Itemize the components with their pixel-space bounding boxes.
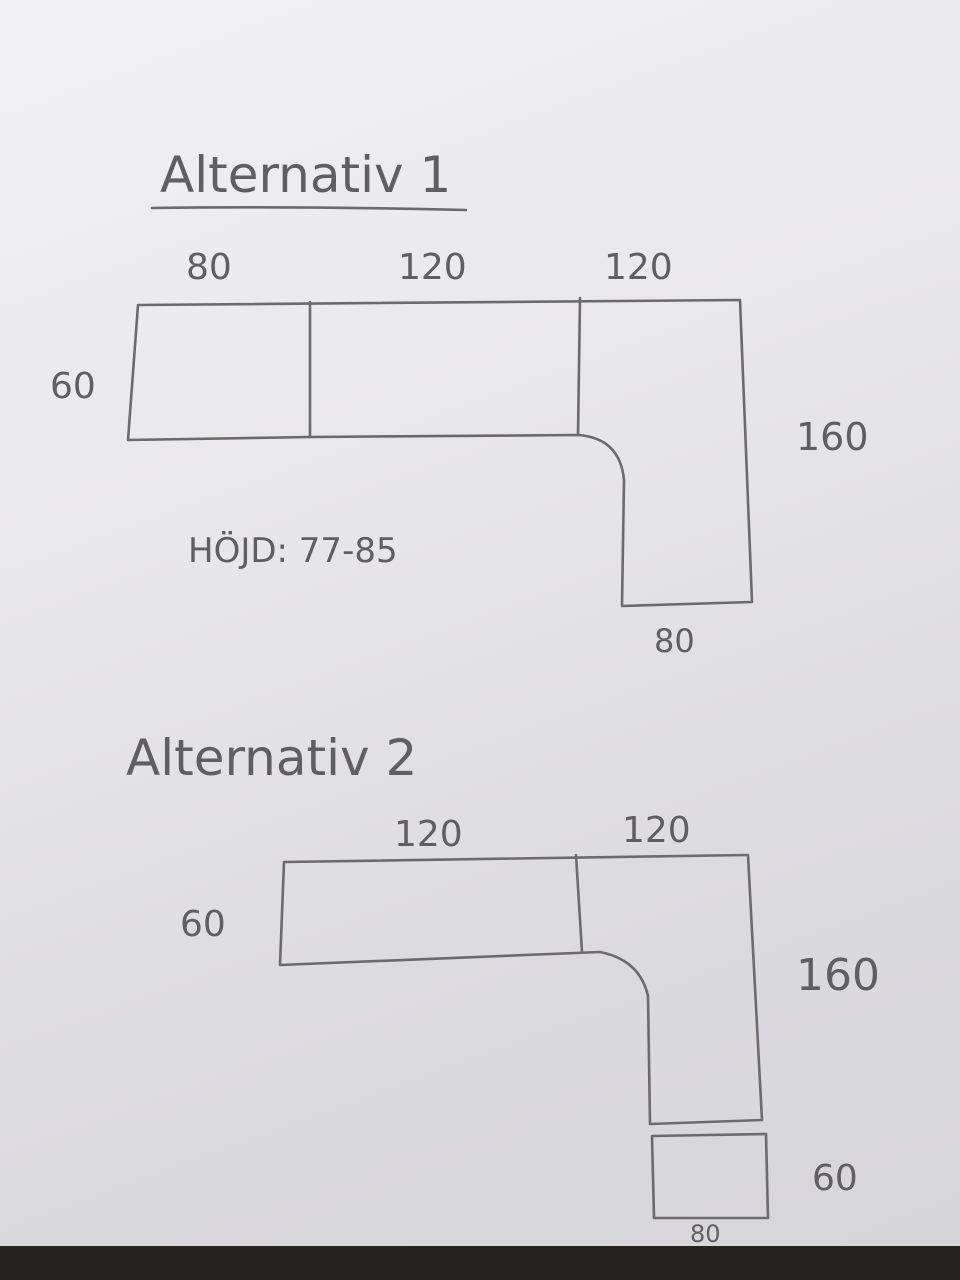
table-background: [0, 1246, 960, 1280]
alternative-2: Alternativ 2 120 120 60 160 60 80: [126, 729, 880, 1246]
alt2-desk-outline: [278, 853, 764, 1126]
alt2-dim-top-left: 120: [394, 814, 463, 855]
alt1-title-underline: [150, 206, 468, 212]
alt1-divider-2: [576, 296, 582, 437]
alt1-title: Alternativ 1: [160, 146, 451, 204]
alt2-small-desk: [650, 1132, 770, 1220]
alt1-height-note: HÖJD: 77-85: [188, 530, 398, 571]
alternative-1: Alternativ 1 80 120 120 60 160 80 HÖJD: …: [50, 146, 869, 660]
alt1-dim-top-right: 120: [604, 247, 673, 288]
alt2-title: Alternativ 2: [126, 729, 417, 787]
alt2-dim-top-right: 120: [622, 810, 691, 851]
alt1-dim-top-left: 80: [186, 247, 232, 288]
alt1-dim-right: 160: [796, 415, 869, 459]
alt2-dim-extra-right: 60: [812, 1158, 858, 1199]
alt2-dim-right: 160: [796, 950, 880, 1001]
desk-layout-sketch: Alternativ 1 80 120 120 60 160 80 HÖJD: …: [50, 146, 880, 1246]
alt1-dim-top-mid: 120: [398, 247, 467, 288]
alt2-dim-left: 60: [180, 904, 226, 945]
alt2-divider: [574, 853, 584, 954]
alt1-dim-left: 60: [50, 366, 96, 407]
alt2-dim-extra-bottom: 80: [690, 1220, 721, 1246]
alt1-dim-bottom: 80: [654, 622, 695, 660]
